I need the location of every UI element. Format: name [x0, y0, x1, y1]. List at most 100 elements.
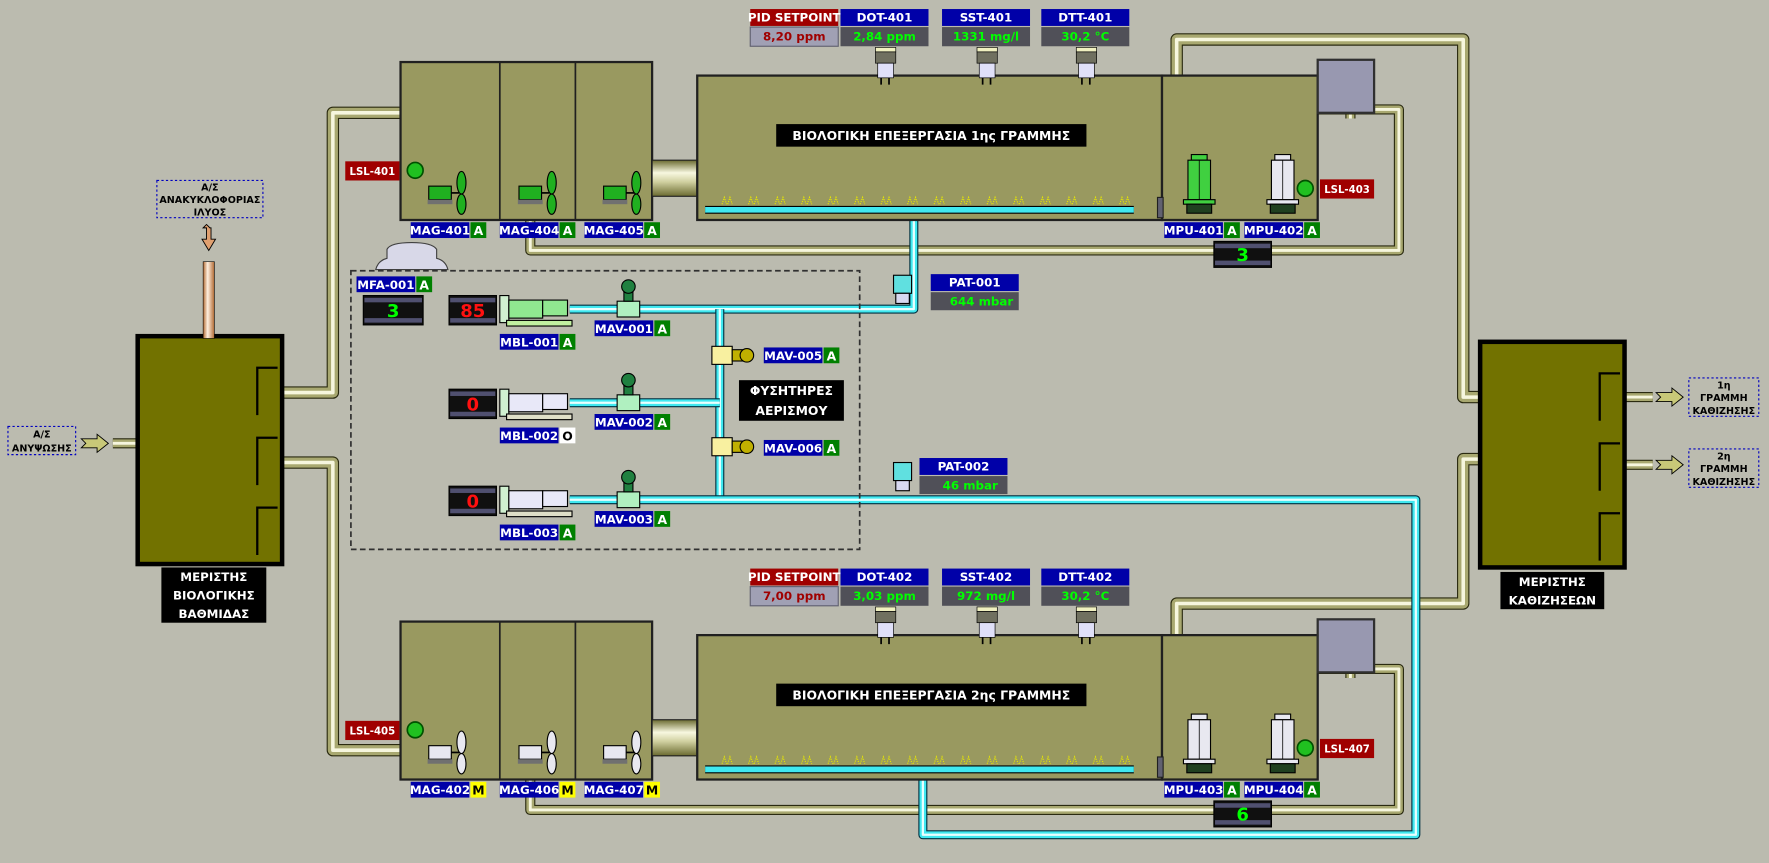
aeration-tank-title: ΒΙΟΛΟΓΙΚΗ ΕΠΕΞΕΡΓΑΣΙΑ 2ης ΓΡΑΜΜΗΣ	[776, 683, 1087, 707]
mixer-base	[427, 199, 453, 205]
sensor-body	[978, 62, 996, 79]
mixer-mag-402[interactable]	[427, 730, 467, 775]
tag-background	[410, 781, 470, 798]
baffle	[1598, 442, 1621, 491]
blower-speed-display: 85	[448, 294, 497, 326]
instrument-tag-bg	[1041, 9, 1130, 26]
pressure-value-bg	[930, 292, 1019, 311]
instrument-tag: DOT-401	[857, 10, 913, 24]
mixer-icon	[603, 185, 627, 201]
blower-filter	[499, 485, 510, 514]
pump-mpu-401[interactable]	[1182, 153, 1216, 214]
mode-badge	[823, 347, 840, 364]
air-bubbles-icon	[721, 195, 733, 205]
counter-stripe	[450, 318, 496, 323]
tag-background	[594, 320, 654, 337]
water-pipe-body	[1162, 454, 1481, 651]
pid-value[interactable]: 8,20 ppm	[763, 30, 826, 44]
valve-mav-003[interactable]	[616, 469, 641, 509]
valve-body	[616, 491, 641, 509]
air-bubbles-icon	[960, 755, 972, 764]
pressure-sensor-base	[895, 480, 910, 492]
pump-mpu-404[interactable]	[1266, 713, 1300, 774]
roof-fan-icon	[375, 241, 449, 271]
transfer-pipe	[651, 719, 701, 757]
tag-background	[584, 222, 644, 239]
tag-background	[1164, 781, 1223, 798]
sensor-icon	[1075, 606, 1097, 612]
pump-mpu-402[interactable]	[1266, 153, 1300, 214]
counter-stripe	[364, 318, 422, 323]
box-background	[776, 124, 1087, 147]
blower-motor	[542, 490, 569, 508]
mode-text: M	[646, 783, 658, 798]
box-text: ΑΝΥΨΩΣΗΣ	[12, 444, 72, 455]
mixer-mag-405[interactable]	[602, 170, 642, 215]
mixer-blade	[631, 753, 642, 775]
instrument-value-bg	[840, 27, 929, 47]
valve-mav-001[interactable]	[616, 279, 641, 318]
box-text: ΜΕΡΙΣΤΗΣ	[1519, 575, 1586, 589]
sensor-probe	[880, 637, 890, 645]
pump-cap	[1190, 153, 1208, 161]
counter-value: 0	[466, 395, 479, 416]
air-bubbles-icon	[721, 755, 733, 764]
mixer-mag-406[interactable]	[517, 730, 557, 775]
valve-mav-002[interactable]	[616, 372, 641, 412]
instrument-tag: SST-401	[960, 10, 1012, 24]
mixer-mag-401[interactable]	[427, 170, 467, 215]
pump-cap	[1274, 153, 1292, 161]
mode-text: A	[419, 277, 429, 292]
pid-header	[750, 9, 839, 26]
blower-mbl-003[interactable]	[499, 485, 573, 518]
pump-mpu-403[interactable]	[1182, 713, 1216, 774]
counter-stripe	[1215, 243, 1271, 249]
mixer-base	[427, 759, 453, 764]
sludge-recirculation-pipe	[202, 261, 215, 339]
tag-background	[356, 276, 416, 293]
sensor-head	[1075, 51, 1097, 64]
mixer-mag-407[interactable]	[602, 730, 642, 775]
sensor-icon	[875, 606, 897, 612]
valve-mav-005[interactable]	[711, 345, 755, 365]
sensor-head	[976, 51, 998, 64]
pid-value[interactable]: 7,00 ppm	[763, 589, 826, 603]
blower-skid	[506, 510, 573, 518]
pressure-tag: PAT-001	[949, 276, 1001, 290]
instrument-tag-bg	[840, 9, 929, 26]
instrument-tag-bg	[840, 568, 929, 586]
blower-mbl-002[interactable]	[499, 388, 573, 421]
air-bubbles-icon	[907, 195, 919, 205]
mixer-mag-404[interactable]	[517, 170, 557, 215]
valve-mav-006[interactable]	[711, 437, 755, 457]
mixer-blade	[456, 170, 467, 195]
air-bubbles-icon	[1066, 755, 1078, 764]
blower-mbl-001[interactable]	[499, 294, 573, 327]
mode-badge	[559, 222, 576, 239]
pressure-sensor-icon	[892, 461, 913, 482]
mixer-icon	[603, 745, 627, 760]
